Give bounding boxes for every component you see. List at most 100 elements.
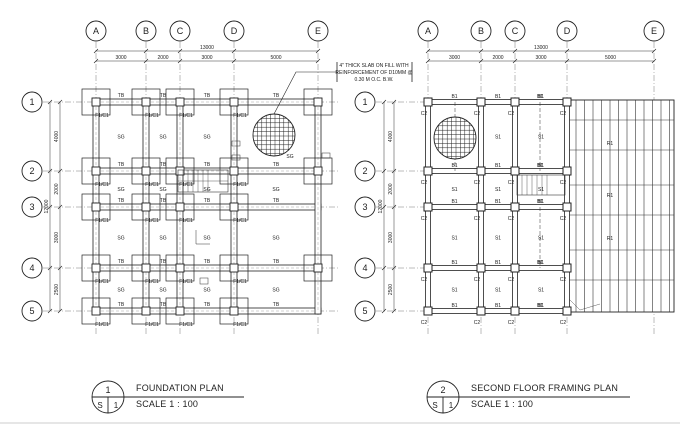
footing-label: F1/C1 — [145, 279, 159, 285]
column-pedestal-E2 — [313, 166, 323, 176]
slab-on-grade-label: SG — [272, 236, 279, 242]
dim-tick — [381, 204, 387, 210]
beam-row-1 — [425, 99, 570, 105]
dim-tick — [57, 308, 63, 314]
beam-label: B1 — [537, 94, 543, 100]
column-label: C2 — [474, 180, 481, 186]
dim-tick — [381, 265, 387, 271]
row-label-1: 1 — [29, 97, 34, 107]
dim-tick — [564, 58, 570, 64]
footing-label: F1/C1 — [145, 322, 159, 328]
slab-label: S1 — [451, 187, 457, 193]
beam-label: B1 — [495, 199, 501, 205]
column-pedestal-D2 — [229, 166, 239, 176]
footing-label: F1/C1 — [179, 218, 193, 224]
footing-D5 — [219, 297, 249, 325]
column-pedestal-D5 — [229, 306, 239, 316]
column-pedestal-A4 — [91, 263, 101, 273]
footing-D1 — [219, 88, 249, 116]
footing-label: F1/C1 — [95, 113, 109, 119]
dim-tick — [93, 58, 99, 64]
footing-C2 — [165, 157, 195, 185]
tie-beam-label: TB — [118, 93, 125, 99]
column-pedestal-B3 — [141, 202, 151, 212]
span-vertical-text: 2500 — [388, 284, 394, 295]
column-pedestal-E4 — [313, 263, 323, 273]
column-pedestal-D3 — [229, 202, 239, 212]
span-vertical-text: 3000 — [388, 232, 394, 243]
footing-E2 — [303, 157, 333, 185]
dim-tick — [478, 48, 484, 54]
span-vertical-text: 4000 — [388, 131, 394, 142]
footing-C1 — [165, 88, 195, 116]
column-label-E: E — [315, 26, 321, 36]
dim-tick — [391, 99, 397, 105]
column-label: C2 — [560, 216, 567, 222]
footing-label: F1/C1 — [179, 279, 193, 285]
beam-label: B1 — [451, 303, 457, 309]
span-dimension-text: 3000 — [535, 55, 546, 61]
tie-beam-label: TB — [118, 198, 125, 204]
dim-tick — [231, 58, 237, 64]
beam-label: B1 — [537, 260, 543, 266]
foundation-title-block: 1 S 1 FOUNDATION PLAN SCALE 1 : 100 — [91, 380, 244, 414]
column-A4 — [423, 263, 433, 273]
foundation-plan-scale: SCALE 1 : 100 — [136, 399, 198, 409]
tie-beam-label: TB — [273, 162, 280, 168]
beam-label: B1 — [538, 303, 544, 309]
stair-symbol — [177, 169, 229, 285]
slab-annotation: 4" THICK SLAB ON FILL WITH REINFORCEMENT… — [273, 62, 413, 115]
footing-label: F1/C1 — [179, 322, 193, 328]
framing-plan-number: 2 — [440, 385, 445, 395]
dim-tick — [381, 99, 387, 105]
column-label: C2 — [508, 320, 515, 326]
dim-tick — [231, 48, 237, 54]
beam-row-3 — [425, 204, 570, 210]
column-bubble-D — [556, 20, 578, 42]
column-pedestal-B2 — [141, 166, 151, 176]
span-vertical-text: 4000 — [54, 131, 60, 142]
column-pedestal-C1 — [175, 97, 185, 107]
tie-beam-label: TB — [273, 93, 280, 99]
footing-label: F1/C1 — [95, 322, 109, 328]
row-bubble-4 — [354, 257, 376, 279]
column-label: C2 — [508, 277, 515, 283]
row-label-2: 2 — [362, 166, 367, 176]
footing-E1 — [303, 88, 333, 116]
footing-B1 — [131, 88, 161, 116]
column-pedestal-B5 — [141, 306, 151, 316]
foundation-plan-number: 1 — [105, 385, 110, 395]
slab-on-grade-label: SG — [159, 236, 166, 242]
slab-label: S1 — [495, 135, 501, 141]
overall-vertical-text: 12000 — [378, 199, 384, 213]
column-label: C2 — [560, 180, 567, 186]
stair-opening — [516, 174, 566, 196]
footing-A3 — [81, 193, 111, 221]
roof-label: R1 — [607, 141, 614, 147]
footing-C5 — [165, 297, 195, 325]
slab-on-grade-label: SG — [203, 288, 210, 294]
column-label: C2 — [508, 216, 515, 222]
tie-beam-label: TB — [118, 259, 125, 265]
slab-on-grade-label: SG — [159, 135, 166, 141]
dim-tick — [391, 168, 397, 174]
beam-row-5 — [425, 308, 570, 314]
column-label-B: B — [143, 26, 149, 36]
slab-on-grade-label: SG — [159, 187, 166, 193]
footing-B4 — [131, 254, 161, 282]
span-dimension-text: 5000 — [605, 55, 616, 61]
slab-on-grade-label: SG — [117, 187, 124, 193]
footing-label: F1/C1 — [95, 279, 109, 285]
dim-tick — [315, 58, 321, 64]
column-label: C2 — [421, 277, 428, 283]
dim-tick — [564, 48, 570, 54]
row-label-5: 5 — [29, 306, 34, 316]
footing-label: F1/C1 — [145, 113, 159, 119]
column-C2 — [510, 166, 520, 176]
column-pedestal-A3 — [91, 202, 101, 212]
slab-hatch-circle — [231, 113, 331, 161]
